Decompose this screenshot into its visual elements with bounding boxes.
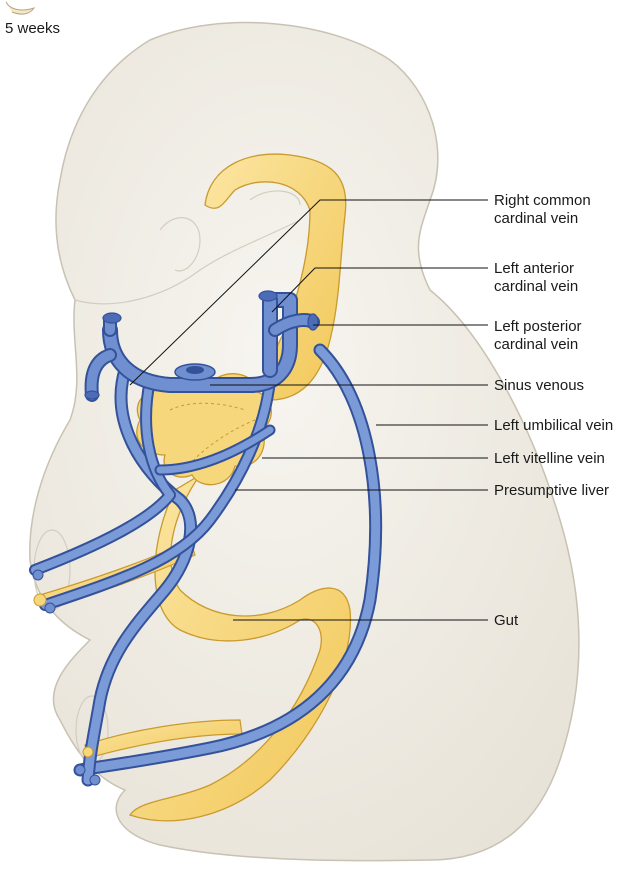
umbilical-cut-end-c bbox=[45, 603, 55, 613]
label-sinus-venous: Sinus venous bbox=[494, 377, 584, 395]
left-anterior-cardinal-stump bbox=[259, 291, 277, 301]
left-posterior-cardinal-stump bbox=[308, 314, 318, 330]
vein-cut-end-d bbox=[75, 765, 85, 775]
right-posterior-cardinal-stump bbox=[85, 391, 99, 399]
right-anterior-cardinal-stump bbox=[103, 313, 121, 323]
label-left-vitelline-vein: Left vitelline vein bbox=[494, 450, 605, 468]
age-label: 5 weeks bbox=[5, 20, 60, 37]
umbilical-cut-end-b bbox=[33, 570, 43, 580]
label-gut: Gut bbox=[494, 612, 518, 630]
allantois-cut-end bbox=[83, 747, 93, 757]
label-left-umbilical-vein: Left umbilical vein bbox=[494, 417, 613, 435]
thumbnail-sketch bbox=[6, 2, 34, 14]
umbilical-cut-end-a bbox=[34, 594, 46, 606]
label-presumptive-liver: Presumptive liver bbox=[494, 482, 609, 500]
vein-cut-end-e bbox=[90, 775, 100, 785]
